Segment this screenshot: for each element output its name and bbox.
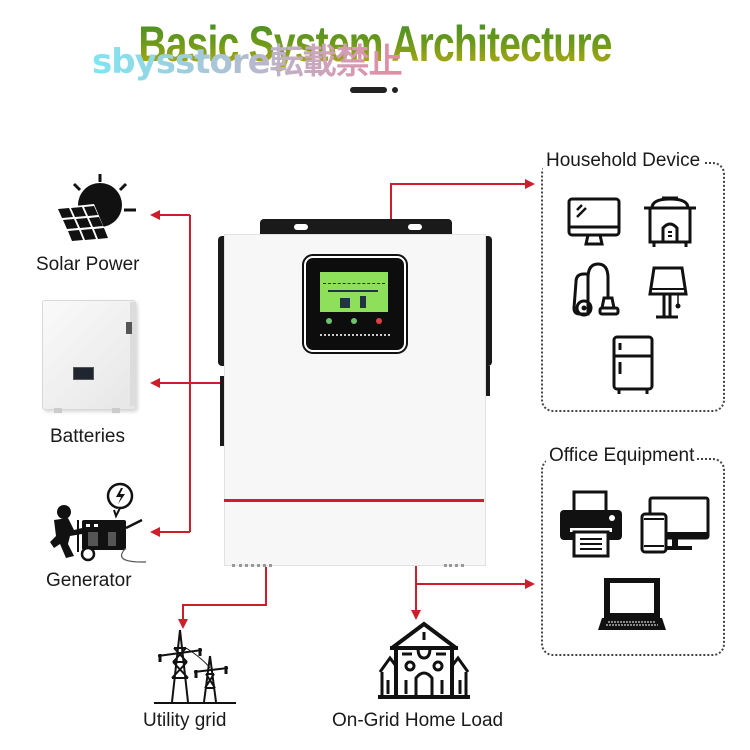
title-divider-dot [392, 87, 398, 93]
watermark: sbysstore転載禁止 [92, 42, 403, 82]
lamp-icon [648, 266, 688, 319]
power-tower-icon [154, 629, 236, 704]
laptop-icon [598, 578, 666, 630]
arrow-to-household [390, 179, 535, 222]
tablet-desktop-icon [640, 496, 710, 554]
page-title: Basic System Architecture [83, 14, 668, 74]
generator-label: Generator [46, 570, 132, 591]
rice-cooker-icon [644, 196, 696, 247]
title-divider [350, 87, 387, 93]
batteries-label: Batteries [50, 426, 125, 447]
solar-panel-sun-icon [56, 174, 136, 246]
inverter-control-panel [302, 254, 408, 354]
home-load-label: On-Grid Home Load [332, 710, 504, 731]
solar-power-label: Solar Power [36, 254, 140, 275]
printer-icon [560, 490, 622, 558]
office-equipment-title: Office Equipment [546, 445, 698, 467]
battery-pack-icon [42, 296, 138, 414]
lcd-screen [320, 272, 388, 312]
house-icon [378, 621, 470, 699]
vacuum-cleaner-icon [572, 262, 620, 317]
refrigerator-icon [612, 335, 654, 394]
monitor-icon [567, 197, 621, 246]
inverter-icon [214, 216, 498, 568]
utility-grid-label: Utility grid [143, 710, 227, 731]
generator-icon [50, 482, 146, 563]
household-device-title: Household Device [543, 150, 704, 172]
arrow-to-utility-grid [178, 567, 267, 629]
